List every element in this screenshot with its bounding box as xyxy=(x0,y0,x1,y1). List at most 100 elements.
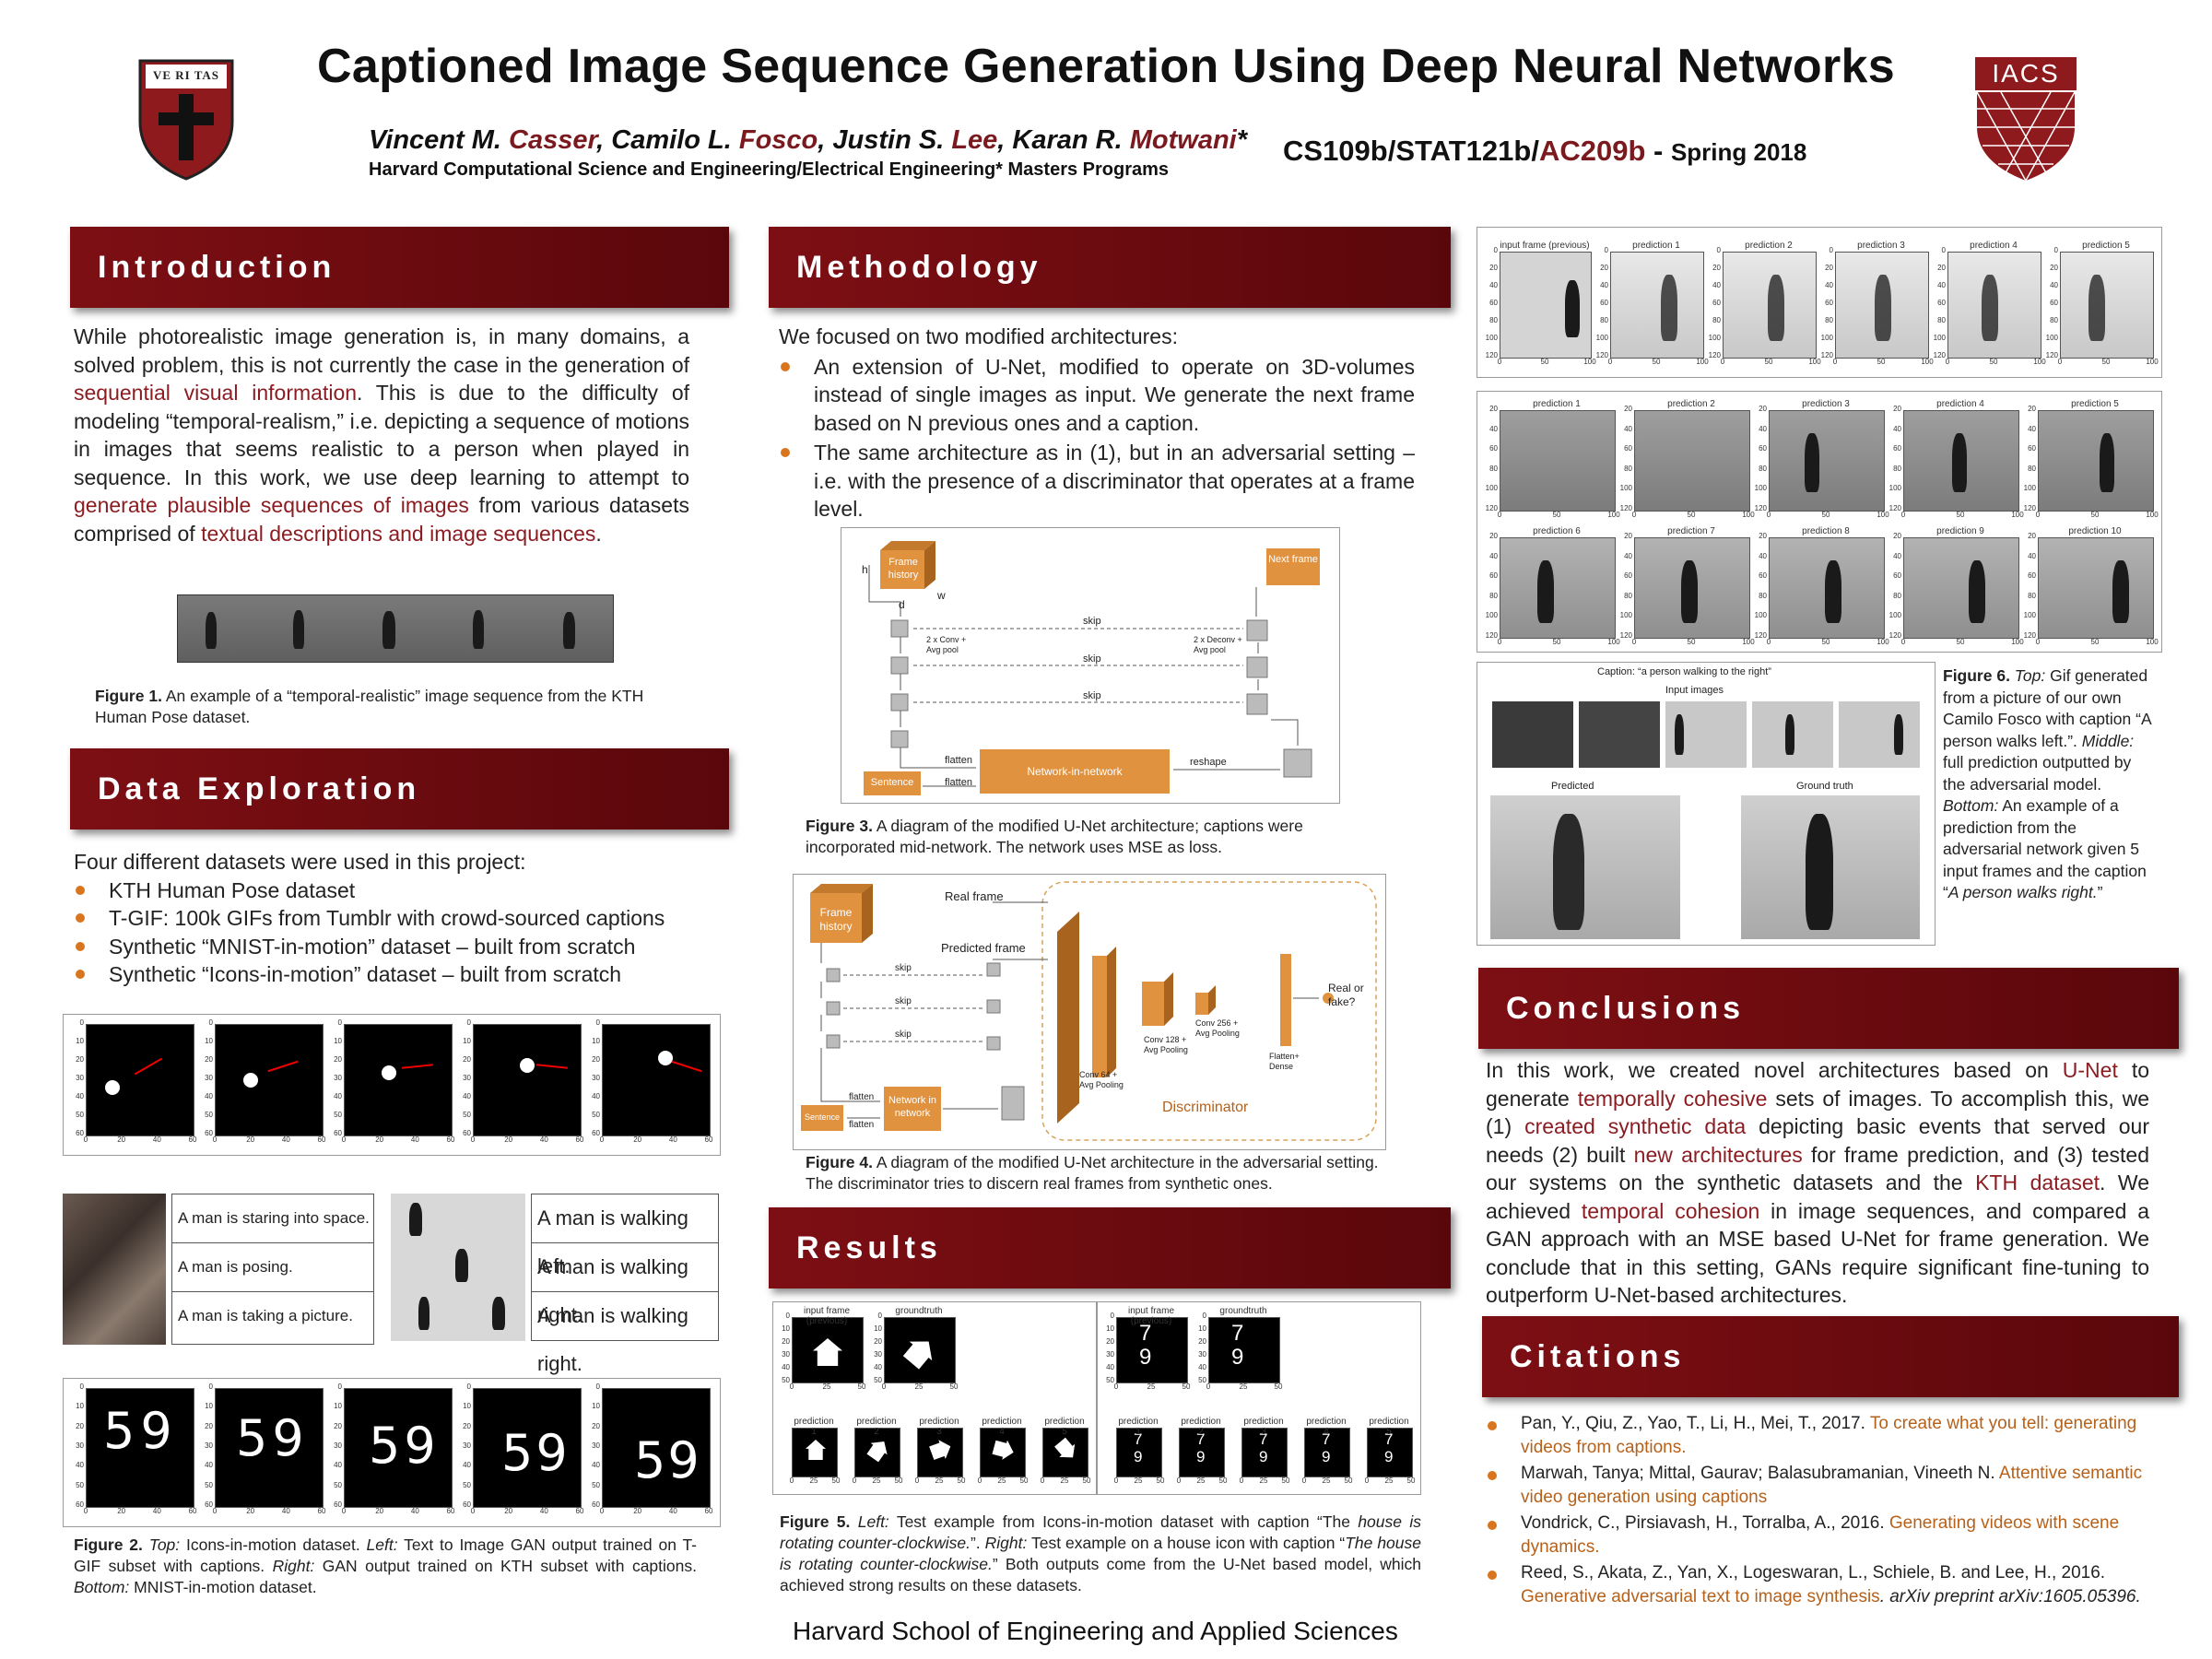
tick-label: 0 xyxy=(208,1018,213,1027)
tick-label: 40 xyxy=(410,1507,419,1515)
tick-label: 40 xyxy=(205,1461,213,1470)
affiliation: Harvard Computational Science and Engine… xyxy=(369,159,1170,180)
citation-authors: Reed, S., Akata, Z., Yan, X., Logeswaran… xyxy=(1521,1563,2106,1583)
tick-label: 0 xyxy=(877,1312,882,1320)
tick-label: 80 xyxy=(1893,464,1901,473)
tick-label: 60 xyxy=(1489,571,1498,581)
tick-label: 40 xyxy=(668,1135,677,1144)
tick-label: 0 xyxy=(1206,1382,1211,1391)
tick-label: 0 xyxy=(1493,246,1498,254)
example-caption: Caption: “a person walking to the right” xyxy=(1597,666,1771,677)
tick-label: 25 xyxy=(997,1477,1006,1485)
tick-label: 40 xyxy=(1600,281,1608,289)
tick-label: 0 xyxy=(789,1477,794,1485)
panel-label: prediction 4 xyxy=(982,1417,1022,1437)
tick-label: 20 xyxy=(1624,405,1632,413)
tick-label: 100 xyxy=(2033,358,2046,366)
tick-label: 80 xyxy=(1600,316,1608,324)
tick-label: 80 xyxy=(1712,316,1721,324)
figure-2-kth-output: A man is walking left. A man is walking … xyxy=(391,1194,721,1375)
tick-label: 100 xyxy=(1742,638,1755,646)
tick-label: 120 xyxy=(1485,351,1498,359)
citation-title-link[interactable]: Attentive semantic video generation usin… xyxy=(1521,1464,2143,1507)
tick-label: 20 xyxy=(1624,532,1632,540)
tick-label: 0 xyxy=(1900,638,1906,646)
tick-label: 40 xyxy=(592,1092,600,1100)
diagram-label: Frame history xyxy=(888,557,919,581)
tick-label: 20 xyxy=(1106,1337,1114,1346)
tick-label: 0 xyxy=(341,1507,347,1515)
citation-title-link[interactable]: Generative adversarial text to image syn… xyxy=(1521,1587,1880,1606)
tick-label: 20 xyxy=(504,1507,513,1515)
diagram-label: reshape xyxy=(1190,757,1227,768)
footer-school: Harvard School of Engineering and Applie… xyxy=(793,1617,1398,1645)
tick-label: 50 xyxy=(1344,1477,1353,1485)
tick-label: 20 xyxy=(76,1421,84,1430)
diagram-label: h xyxy=(862,563,868,576)
section-header-introduction: Introduction xyxy=(70,227,729,308)
citation-title-link[interactable]: Generating videos with scene dynamics. xyxy=(1521,1513,2120,1557)
tick-label: 40 xyxy=(76,1461,84,1470)
tick-label: 50 xyxy=(1218,1477,1228,1485)
tick-label: 40 xyxy=(1825,281,1833,289)
tick-label: 60 xyxy=(1893,444,1901,453)
tick-label: 50 xyxy=(1540,358,1549,366)
kth-caption: A man is walking left. xyxy=(532,1194,718,1277)
tick-label: 0 xyxy=(337,1382,342,1391)
diagram-label: d xyxy=(899,598,905,611)
tick-label: 50 xyxy=(1821,638,1830,646)
tick-label: 30 xyxy=(334,1074,342,1082)
tick-label: 40 xyxy=(463,1461,471,1470)
digit-pair: 7 9 xyxy=(1139,1321,1152,1370)
tick-label: 40 xyxy=(1893,424,1901,433)
conclusions-paragraph: In this work, we created novel architect… xyxy=(1486,1058,2150,1307)
tick-label: 20 xyxy=(334,1055,342,1064)
tick-label: 100 xyxy=(1888,611,1901,620)
tgif-caption: A man is staring into space. xyxy=(172,1194,373,1243)
house-icon xyxy=(865,1436,893,1465)
intro-paragraph: While photorealistic image generation is… xyxy=(74,324,689,546)
mnist-digits: 59 xyxy=(501,1424,571,1482)
tick-label: 25 xyxy=(1147,1382,1156,1391)
house-icon xyxy=(813,1338,842,1366)
tick-label: 0 xyxy=(1176,1477,1182,1485)
tick-label: 25 xyxy=(1239,1382,1248,1391)
tick-label: 25 xyxy=(935,1477,944,1485)
tick-label: 10 xyxy=(205,1037,213,1045)
poster-title: Captioned Image Sequence Generation Usin… xyxy=(317,40,1895,93)
tick-label: 100 xyxy=(2011,511,2024,519)
panel-label: prediction 2 xyxy=(1181,1417,1221,1437)
tick-label: 20 xyxy=(2028,532,2036,540)
tick-label: 30 xyxy=(463,1074,471,1082)
section-header-results: Results xyxy=(769,1207,1451,1288)
tick-label: 40 xyxy=(539,1135,548,1144)
tick-label: 80 xyxy=(1489,591,1498,600)
tick-label: 100 xyxy=(1808,358,1821,366)
author-sep: , xyxy=(596,125,612,155)
tick-label: 100 xyxy=(1485,484,1498,493)
tick-label: 30 xyxy=(334,1441,342,1450)
panel-label: input frame (previous) xyxy=(1500,241,1590,251)
tick-label: 20 xyxy=(76,1055,84,1064)
panel-label: prediction 3 xyxy=(1802,399,1850,409)
tick-label: 60 xyxy=(1624,444,1632,453)
tick-label: 50 xyxy=(1552,638,1561,646)
tick-label: 0 xyxy=(595,1382,600,1391)
tick-label: 60 xyxy=(317,1135,326,1144)
tick-label: 0 xyxy=(466,1018,471,1027)
citation-title-link[interactable]: To create what you tell: generating vide… xyxy=(1521,1414,2137,1457)
tick-label: 40 xyxy=(152,1507,161,1515)
tick-label: 40 xyxy=(281,1507,290,1515)
digit-pair: 7 9 xyxy=(1259,1430,1268,1465)
motion-arrow xyxy=(401,1064,434,1069)
list-item: T-GIF: 100k GIFs from Tumblr with crowd-… xyxy=(74,904,737,933)
tick-label: 120 xyxy=(1754,504,1767,512)
tick-label: 20 xyxy=(1825,264,1833,272)
house-icon xyxy=(928,1437,954,1463)
tick-label: 120 xyxy=(1754,631,1767,640)
